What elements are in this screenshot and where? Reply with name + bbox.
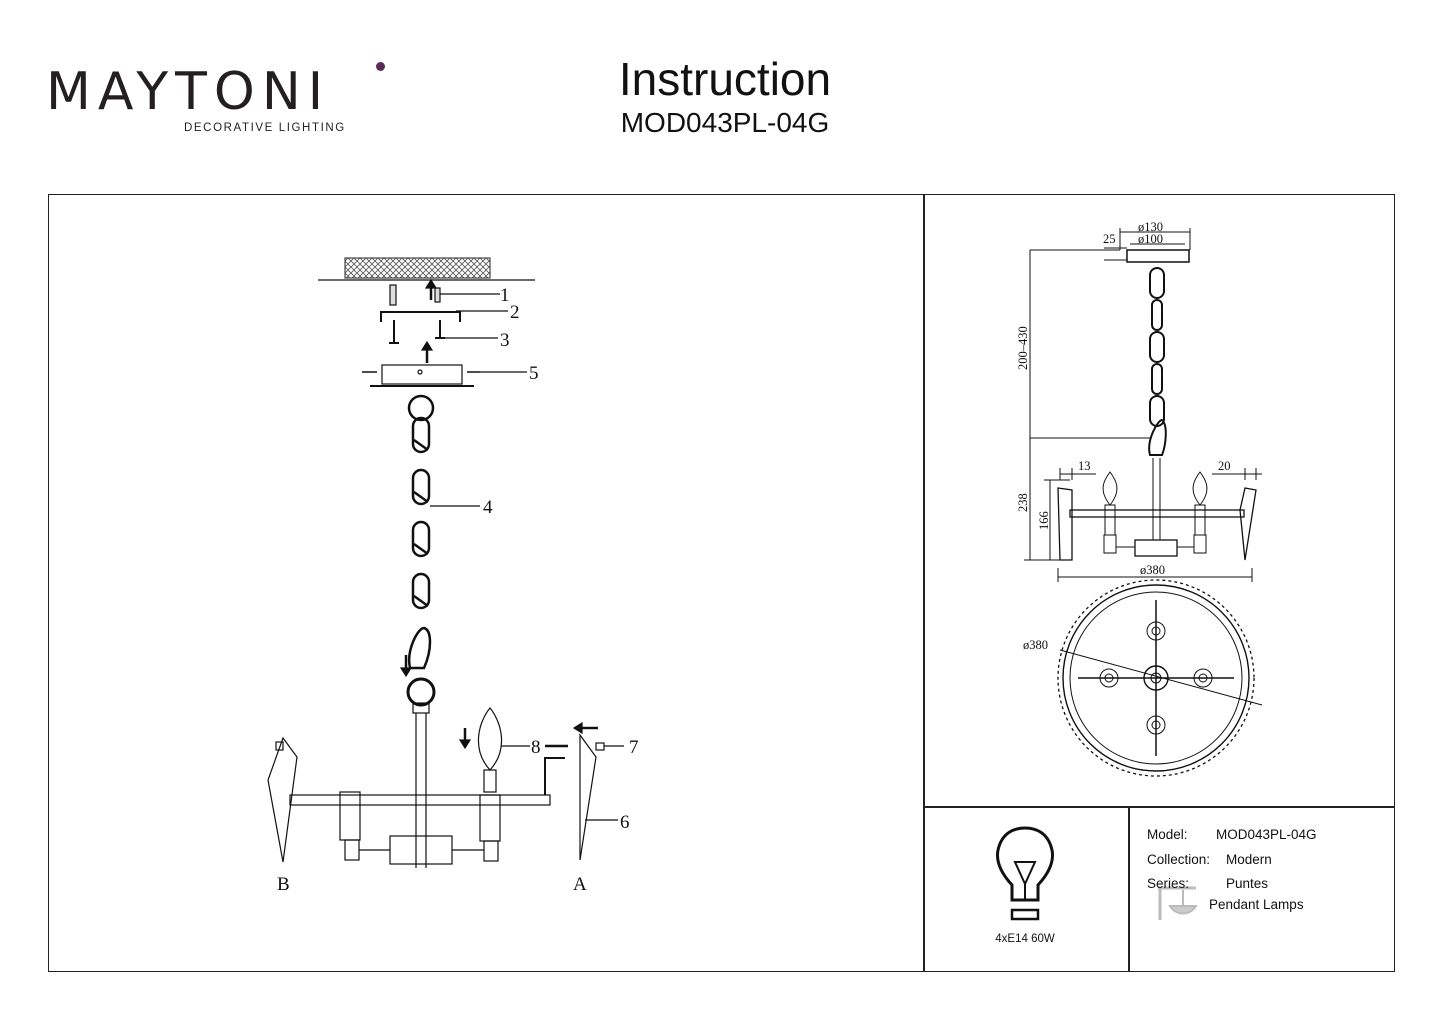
- dimension-drawing-top: [1057, 579, 1263, 777]
- dim-diameter-side: ø380: [1140, 563, 1165, 577]
- ceiling-hatch: [344, 257, 491, 279]
- dim-canopy-outer: ø130: [1138, 220, 1163, 234]
- crystal-ring: [1057, 579, 1255, 777]
- spec-model-value: MOD043PL-04G: [1216, 827, 1317, 842]
- mounting-bracket: [380, 311, 461, 322]
- hook-ring: [406, 677, 436, 707]
- spec-series-label: Series:: [1147, 876, 1190, 891]
- top-ring: [1062, 584, 1250, 772]
- crystal-a: [579, 733, 597, 861]
- callout-1: 1: [500, 285, 510, 306]
- callout-8: 8: [531, 737, 541, 758]
- brand-tagline: DECORATIVE LIGHTING: [184, 122, 346, 134]
- logo-dot-icon: [376, 62, 385, 71]
- spec-model-label: Model:: [1147, 827, 1188, 842]
- brand-logo: MAYTONI DECORATIVE LIGHTING: [46, 62, 385, 142]
- arrow-up-head: [424, 278, 438, 289]
- canopy-side: [1126, 249, 1190, 263]
- socket-left: [339, 791, 361, 841]
- divider-horizontal: [923, 806, 1395, 808]
- bulb-power-icon: [996, 826, 1054, 921]
- callout-2: 2: [510, 302, 520, 323]
- instruction-frame: [48, 194, 1395, 972]
- frame-bar: [289, 794, 551, 806]
- screw-7-icon: [595, 742, 605, 751]
- chain: [407, 394, 435, 670]
- label-side-a: A: [573, 874, 587, 895]
- callout-3: 3: [500, 330, 510, 351]
- pendant-lamp-icon: [1158, 886, 1198, 920]
- dim-body-height: 166: [1037, 511, 1051, 530]
- dim-canopy-height: 25: [1103, 232, 1116, 246]
- label-side-b: B: [277, 874, 290, 895]
- dim-crystal-right: 20: [1218, 459, 1231, 473]
- dim-total-height: 238: [1016, 493, 1030, 512]
- callout-7: 7: [629, 737, 639, 758]
- callout-5: 5: [529, 363, 539, 384]
- spec-collection-value: Modern: [1226, 852, 1272, 867]
- dim-diameter-top: ø380: [1023, 638, 1048, 652]
- dim-chain-range: 200–430: [1016, 326, 1030, 370]
- canopy: [381, 364, 463, 385]
- assembly-drawing: [267, 257, 624, 868]
- divider-spec: [1128, 806, 1130, 972]
- spec-type-value: Pendant Lamps: [1209, 897, 1304, 912]
- callout-6: 6: [620, 812, 630, 833]
- anchor-icon: [389, 284, 441, 306]
- callout-4: 4: [483, 497, 493, 518]
- center-hub: [389, 835, 453, 865]
- dim-crystal-left: 13: [1078, 459, 1091, 473]
- crystal-b: [267, 736, 298, 863]
- spec-collection-label: Collection:: [1147, 852, 1211, 867]
- power-rating: 4xE14 60W: [995, 933, 1055, 945]
- screw-icon: [389, 320, 445, 344]
- spec-series-value: Puntes: [1226, 876, 1269, 891]
- model-code-heading: MOD043PL-04G: [620, 107, 830, 138]
- dim-canopy-inner: ø100: [1138, 232, 1163, 246]
- socket-right: [479, 794, 501, 842]
- divider-vertical: [923, 194, 925, 972]
- page-title: Instruction: [618, 53, 832, 105]
- dimension-drawing-side: [1024, 228, 1262, 582]
- brand-name: MAYTONI: [46, 62, 331, 122]
- bulb-icon: [477, 707, 503, 771]
